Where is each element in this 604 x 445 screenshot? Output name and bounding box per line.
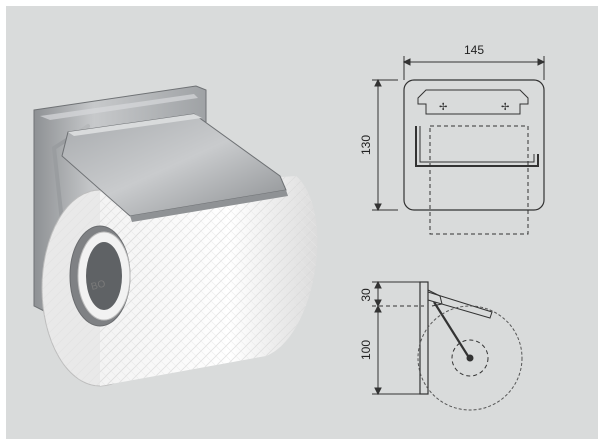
paper-roll: BO [41,176,318,387]
dim-width-145: 145 [464,43,484,57]
screw-icon: ✢ [501,102,509,113]
lid [61,113,288,222]
dim-bottom-100: 100 [359,340,373,360]
dim-height-130: 130 [359,135,373,155]
dim-top-30: 30 [359,288,373,302]
side-view [372,280,523,411]
product-photo: BO [33,85,318,387]
screw-icon: ✢ [439,102,447,113]
technical-drawings: ✢ ✢ [359,43,546,411]
figure-panel: BO [6,6,598,439]
roll-print: BO [90,278,107,292]
front-view: ✢ ✢ [372,56,546,235]
